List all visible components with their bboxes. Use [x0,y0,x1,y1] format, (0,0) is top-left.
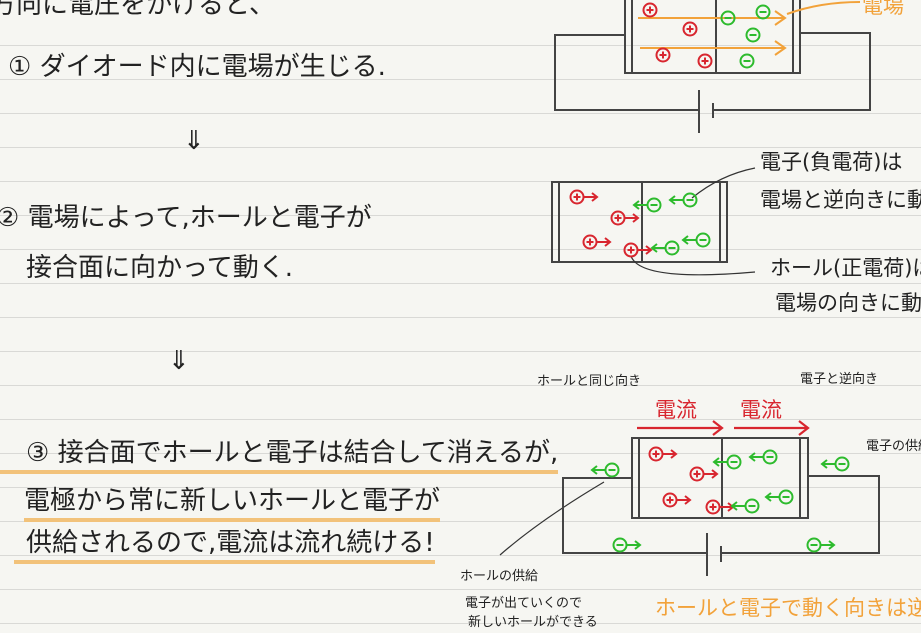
electron-charge-icon [820,456,850,472]
electron-note-2: 電場と逆向きに動く [760,188,921,212]
current-label-1: 電流 [655,398,697,422]
down-arrow-2: ⇓ [168,346,190,376]
hole-charge-icon [689,466,719,482]
hole-charge-icon [623,242,653,258]
field-arrows [638,1,861,56]
diagram3-circuit [562,437,880,576]
hole-charge-icon [648,446,678,462]
electron-supply-label: 電子の供給 [866,439,921,454]
electron-note-1: 電子(負電荷)は [760,150,903,174]
electron-charge-icon [806,537,836,553]
hole-charge-icon [705,499,735,515]
diagram2-box [551,181,728,263]
field-label: 電場 [862,0,904,18]
current-label-2: 電流 [740,398,782,422]
hole-charge-icon [697,53,713,69]
electron-charge-icon [764,489,794,505]
electron-charge-icon [650,240,680,256]
electron-charge-icon [748,449,778,465]
hole-charge-icon [682,21,698,37]
charge-markers [569,2,850,553]
electron-charge-icon [632,197,662,213]
electron-charge-icon [712,454,742,470]
hole-charge-icon [569,189,599,205]
electron-charge-icon [590,462,620,478]
step1-text: ① ダイオード内に電場が生じる. [8,52,386,82]
down-arrow-1: ⇓ [183,126,205,156]
electron-charge-icon [681,232,711,248]
opposite-electron-label: 電子と逆向き [800,372,879,387]
electron-charge-icon [739,53,755,69]
step2-line2: 接合面に向かって動く. [26,253,293,283]
same-as-hole-label: ホールと同じ向き [537,374,642,389]
leader-lines [499,167,756,556]
electron-charge-icon [668,192,698,208]
hole-charge-icon [655,47,671,63]
hole-supply-note-1: 電子が出ていくので [465,596,583,611]
step3-line3: 供給されるので,電流は流れ続ける! [14,530,435,564]
conclusion-text: ホールと電子で動く向きは逆だ [655,596,921,620]
hole-note-2: 電場の向きに動く [775,291,921,315]
electron-charge-icon [612,537,642,553]
step3-line2: 電極から常に新しいホールと電子が [24,488,441,522]
hole-charge-icon [642,2,658,18]
diagram1-circuit [554,0,871,133]
current-arrows [637,420,810,436]
hole-supply-label: ホールの供給 [460,569,539,584]
electron-charge-icon [720,10,736,26]
hole-note-1: ホール(正電荷)は [770,256,921,280]
step2-line1: ② 電場によって,ホールと電子が [0,203,372,233]
electron-charge-icon [745,27,761,43]
hole-charge-icon [582,234,612,250]
step3-line1: ③ 接合面でホールと電子は結合して消えるが, [0,440,559,474]
hole-supply-note-2: 新しいホールができる [468,615,598,630]
electron-charge-icon [755,4,771,20]
hole-charge-icon [662,492,692,508]
hole-charge-icon [610,210,640,226]
intro-text: 方向に電圧をかけると、 [0,0,275,20]
electron-charge-icon [730,498,760,514]
